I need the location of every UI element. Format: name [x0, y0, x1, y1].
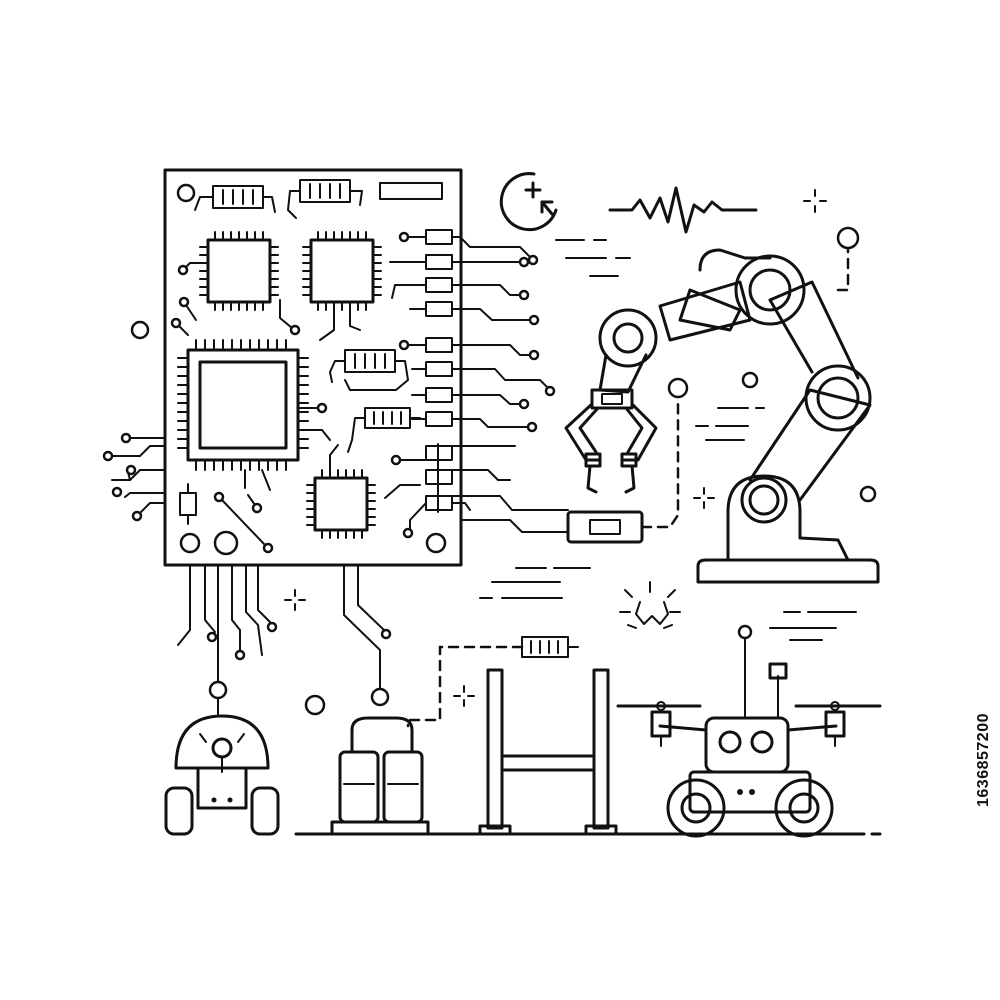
cpu-chip: [170, 296, 331, 491]
microchip: [177, 231, 279, 311]
resistor-icon: [406, 636, 579, 728]
small-rover-robot: [164, 697, 280, 836]
add-target-icon: [499, 172, 558, 232]
resistor-column: [384, 229, 453, 539]
board-traces-bottom: [177, 564, 392, 716]
board-traces-right: [451, 236, 569, 533]
circuit-board: [163, 168, 463, 567]
sparkle-icon: [284, 189, 827, 707]
resistor-icon: [194, 185, 276, 213]
board-traces-left: [102, 320, 166, 522]
gate-frame: [478, 668, 618, 836]
resistor-icon: [329, 349, 409, 391]
robotic-arm: [564, 226, 880, 584]
resistor-icon: [347, 407, 421, 453]
sensor-module: [566, 377, 689, 544]
drone-rover: [616, 624, 882, 838]
chemical-flasks: [330, 716, 430, 836]
transistor-icon: [179, 483, 197, 525]
microchip: [306, 444, 376, 539]
signal-wave-icon: [608, 186, 758, 234]
microchip: [279, 231, 382, 341]
resistor-icon: [287, 179, 363, 219]
stock-id-watermark: 1636857200: [975, 713, 992, 807]
spark-icon: [619, 581, 681, 629]
motion-lines: [479, 239, 857, 641]
